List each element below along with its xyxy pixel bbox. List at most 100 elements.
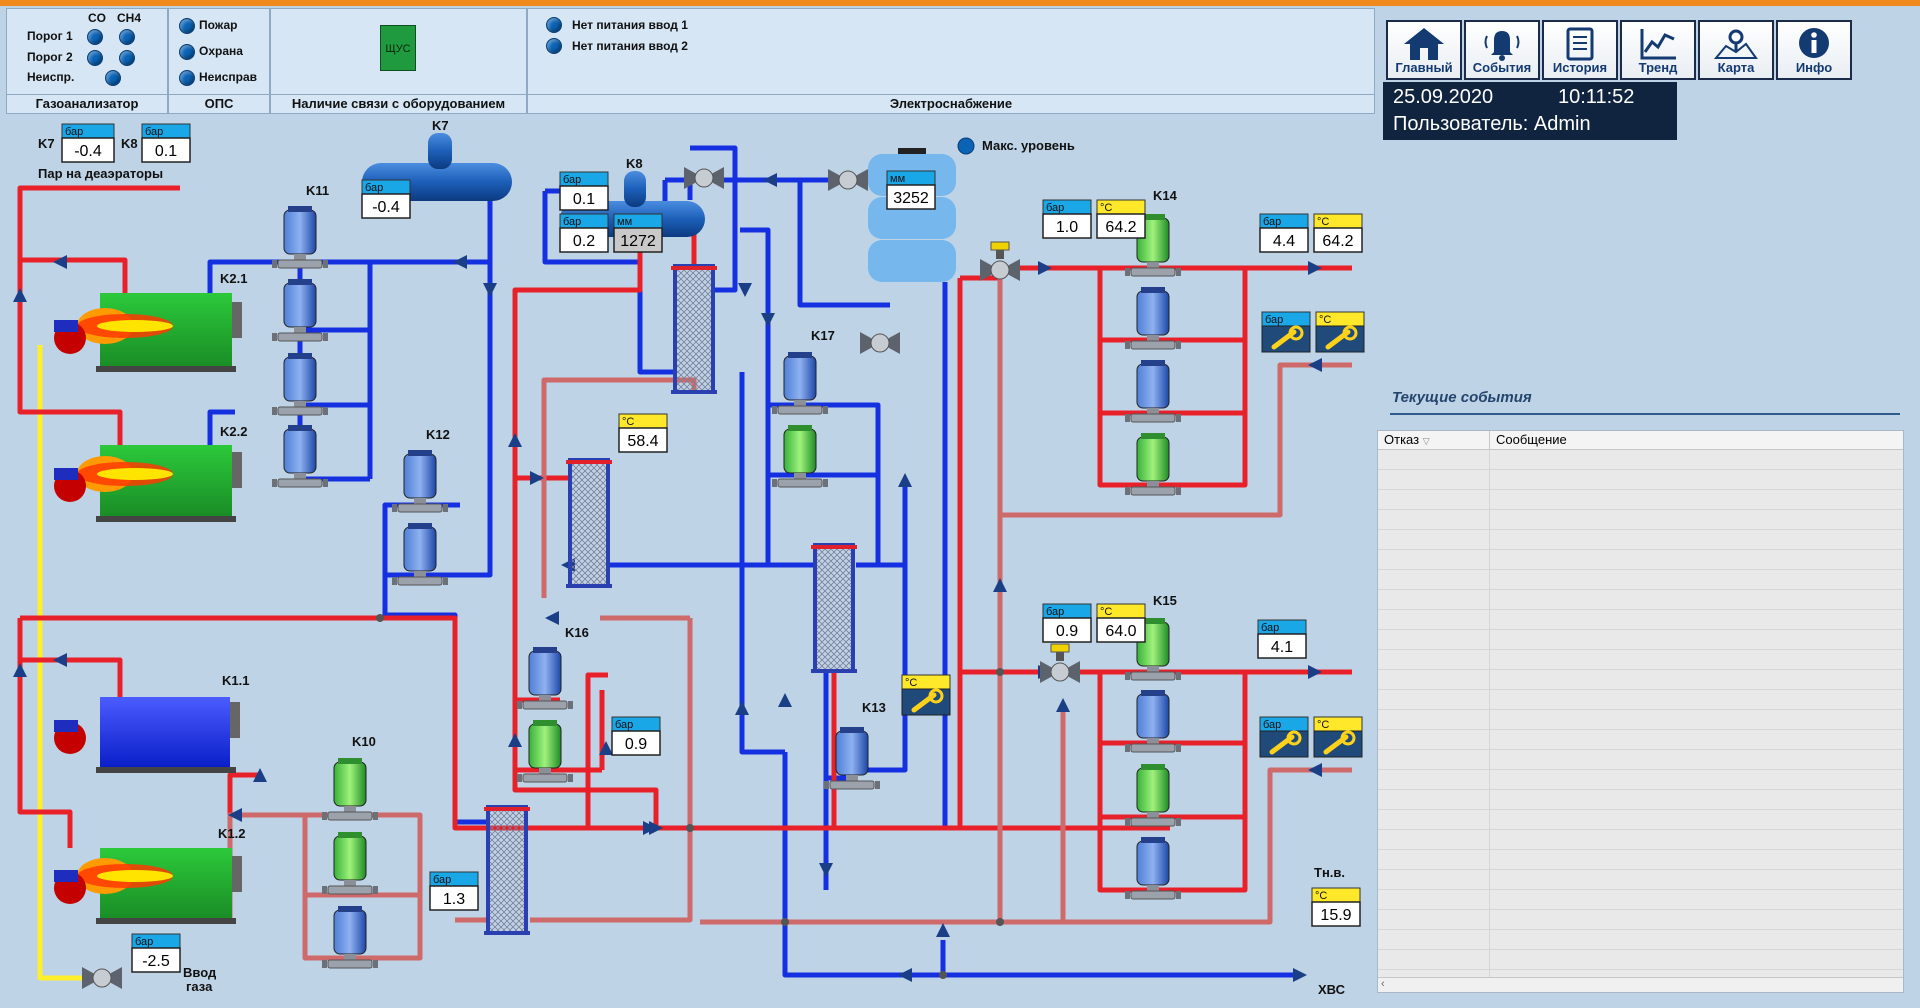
nav-map-button[interactable]: Карта: [1698, 20, 1774, 80]
event-row[interactable]: [1378, 810, 1903, 830]
nav-info-button[interactable]: Инфо: [1776, 20, 1852, 80]
valve-k8-line[interactable]: [684, 167, 724, 189]
event-row[interactable]: [1378, 850, 1903, 870]
event-row[interactable]: [1378, 450, 1903, 470]
event-row[interactable]: [1378, 590, 1903, 610]
event-row[interactable]: [1378, 830, 1903, 850]
event-row[interactable]: [1378, 690, 1903, 710]
nav-events-button[interactable]: События: [1464, 20, 1540, 80]
events-scrollbar[interactable]: ‹: [1378, 977, 1903, 992]
valve-k17-line[interactable]: [860, 332, 900, 354]
nav-history-button[interactable]: История: [1542, 20, 1618, 80]
boiler-k1-2[interactable]: [54, 848, 242, 924]
nav-main-button[interactable]: Главный: [1386, 20, 1462, 80]
valve-tank-inlet[interactable]: [828, 169, 868, 191]
event-row[interactable]: [1378, 950, 1903, 970]
col-fault-header[interactable]: Отказ ▽: [1378, 431, 1490, 449]
pump-k14-4[interactable]: [1125, 433, 1181, 496]
pump-k15-2[interactable]: [1125, 690, 1181, 753]
pump-k13[interactable]: [824, 727, 880, 790]
storage-tank[interactable]: [868, 148, 956, 282]
maintenance-indicator[interactable]: °C: [1313, 716, 1363, 758]
pump-k15-4[interactable]: [1125, 837, 1181, 900]
event-row[interactable]: [1378, 650, 1903, 670]
boiler-k2-1[interactable]: [54, 293, 242, 372]
event-row[interactable]: [1378, 610, 1903, 630]
events-table[interactable]: Отказ ▽ Сообщение ‹: [1377, 430, 1904, 993]
pump-k17-1[interactable]: [772, 352, 828, 415]
boiler-k1-1[interactable]: [54, 697, 240, 773]
tsus-indicator[interactable]: ЩУС: [380, 25, 416, 71]
event-row[interactable]: [1378, 470, 1903, 490]
readout-t-nv[interactable]: °C15.9: [1311, 887, 1361, 927]
pump-k16-2[interactable]: [517, 720, 573, 783]
pump-k12-2[interactable]: [392, 523, 448, 586]
heat-exchanger-1[interactable]: [671, 264, 717, 394]
pipe-segment: [382, 201, 493, 578]
readout-t-k14-in[interactable]: °C64.2: [1096, 199, 1146, 239]
heat-exchanger-4[interactable]: [484, 805, 530, 935]
event-row[interactable]: [1378, 930, 1903, 950]
event-row[interactable]: [1378, 530, 1903, 550]
event-row[interactable]: [1378, 630, 1903, 650]
col-message-header[interactable]: Сообщение: [1490, 431, 1903, 449]
readout-t-k15-in[interactable]: °C64.0: [1096, 603, 1146, 643]
pump-k14-2[interactable]: [1125, 287, 1181, 350]
readout-k7-tank[interactable]: бар-0.4: [361, 179, 411, 219]
nav-trend-button[interactable]: Тренд: [1620, 20, 1696, 80]
event-row[interactable]: [1378, 790, 1903, 810]
heat-exchanger-3[interactable]: [811, 543, 857, 673]
event-row[interactable]: [1378, 510, 1903, 530]
pump-k14-3[interactable]: [1125, 360, 1181, 423]
maintenance-indicator[interactable]: °C: [901, 674, 951, 716]
pump-k11-1[interactable]: [272, 206, 328, 269]
event-row[interactable]: [1378, 870, 1903, 890]
maintenance-indicator[interactable]: бар: [1261, 311, 1311, 353]
event-row[interactable]: [1378, 730, 1903, 750]
event-row[interactable]: [1378, 550, 1903, 570]
valve-k15-regulator[interactable]: [1040, 643, 1080, 683]
pump-k16-1[interactable]: [517, 647, 573, 710]
valve-gas-inlet[interactable]: [82, 967, 122, 989]
event-row[interactable]: [1378, 890, 1903, 910]
valve-k14-regulator[interactable]: [980, 241, 1020, 281]
pump-k11-2[interactable]: [272, 279, 328, 342]
fire-led: [179, 18, 195, 34]
event-row[interactable]: [1378, 570, 1903, 590]
pump-k10-1[interactable]: [322, 758, 378, 821]
readout-t-k14-out[interactable]: °C64.2: [1313, 213, 1363, 253]
pump-k17-2[interactable]: [772, 425, 828, 488]
event-cell-fault: [1378, 630, 1490, 649]
pump-k15-3[interactable]: [1125, 764, 1181, 827]
event-row[interactable]: [1378, 710, 1903, 730]
pump-k10-2[interactable]: [322, 832, 378, 895]
event-row[interactable]: [1378, 750, 1903, 770]
event-row[interactable]: [1378, 490, 1903, 510]
readout-k7-top[interactable]: бар-0.4: [61, 123, 115, 163]
pump-k11-3[interactable]: [272, 353, 328, 416]
pump-k10-3[interactable]: [322, 906, 378, 969]
boiler-k2-2[interactable]: [54, 445, 242, 522]
heat-exchanger-2[interactable]: [566, 458, 612, 588]
maintenance-indicator[interactable]: °C: [1315, 311, 1365, 353]
maintenance-indicator[interactable]: бар: [1259, 716, 1309, 758]
event-row[interactable]: [1378, 670, 1903, 690]
pump-k12-1[interactable]: [392, 450, 448, 513]
readout-t-hx[interactable]: °C58.4: [618, 413, 668, 453]
events-divider: [1390, 413, 1900, 415]
pump-k11-4[interactable]: [272, 425, 328, 488]
event-row[interactable]: [1378, 910, 1903, 930]
event-row[interactable]: [1378, 770, 1903, 790]
readout-p-gas[interactable]: бар-2.5: [131, 933, 181, 973]
